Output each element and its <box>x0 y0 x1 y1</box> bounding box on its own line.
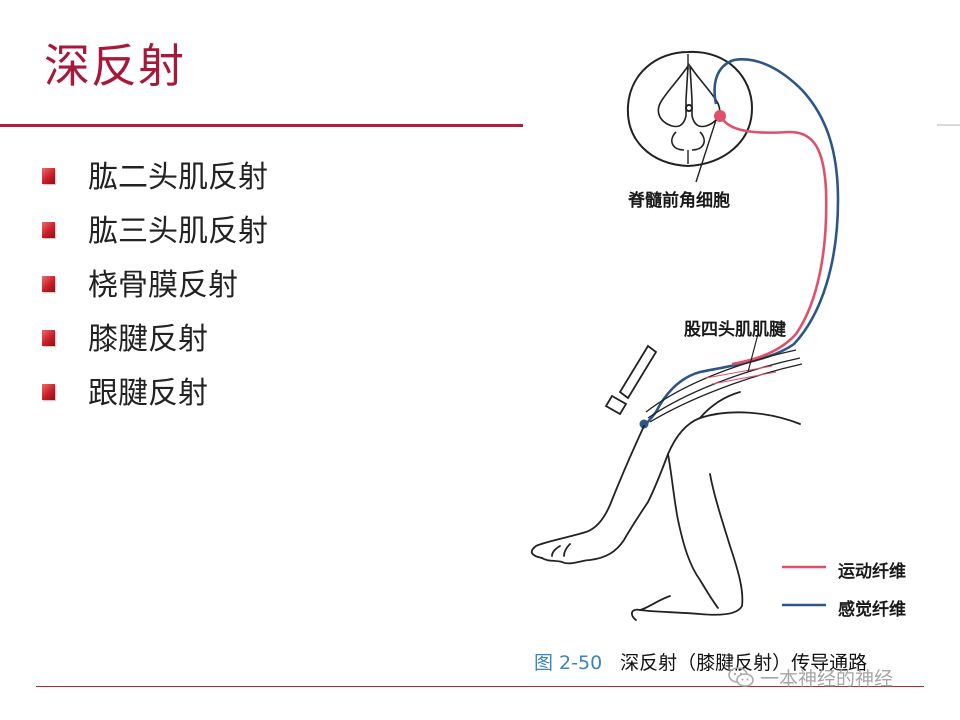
bullet-icon <box>42 330 55 346</box>
bullet-icon <box>42 222 55 238</box>
bullet-item: 桡骨膜反射 <box>42 264 268 318</box>
bullet-icon <box>42 384 55 400</box>
quadriceps-tendon <box>645 333 803 423</box>
bullet-list: 肱二头肌反射 肱三头肌反射 桡骨膜反射 膝腱反射 跟腱反射 <box>42 156 268 426</box>
figure-caption-text: 深反射（膝腱反射）传导通路 <box>620 652 868 674</box>
label-anterior-horn-cell: 脊髓前角细胞 <box>628 191 730 211</box>
bullet-item: 膝腱反射 <box>42 318 268 372</box>
cell-leader-line <box>695 119 717 183</box>
watermark-text: 一本神经的神经 <box>760 668 894 690</box>
bullet-text: 肱三头肌反射 <box>88 214 268 249</box>
wechat-icon <box>728 666 754 693</box>
bullet-text: 肱二头肌反射 <box>88 160 268 195</box>
bottom-divider <box>36 686 924 687</box>
bullet-item: 肱三头肌反射 <box>42 210 268 264</box>
bullet-item: 跟腱反射 <box>42 372 268 426</box>
bullet-text: 跟腱反射 <box>88 376 208 411</box>
reflex-diagram-svg <box>530 50 840 621</box>
bullet-icon <box>42 168 55 184</box>
title-divider <box>0 124 523 127</box>
reflex-diagram <box>520 38 960 638</box>
sensory-fiber <box>643 58 840 427</box>
legend-sensory-label: 感觉纤维 <box>838 600 906 620</box>
spinal-cord-section <box>626 50 754 168</box>
legend-motor-label: 运动纤维 <box>838 562 906 582</box>
figure-number: 图 2-50 <box>534 652 603 674</box>
figure-caption: 图 2-50 深反射（膝腱反射）传导通路 <box>534 648 867 675</box>
label-quadriceps-tendon: 股四头肌肌腱 <box>684 320 786 340</box>
motor-fiber <box>720 117 828 366</box>
watermark: 一本神经的神经 <box>728 664 893 693</box>
bullet-text: 桡骨膜反射 <box>88 268 238 303</box>
edge-divider <box>937 124 960 126</box>
reflex-hammer <box>604 344 658 416</box>
leg-outline <box>530 391 801 621</box>
bullet-icon <box>42 276 55 292</box>
bullet-item: 肱二头肌反射 <box>42 156 268 210</box>
slide-title: 深反射 <box>44 39 185 93</box>
bullet-text: 膝腱反射 <box>88 322 208 357</box>
muscle-spindle <box>639 419 649 429</box>
